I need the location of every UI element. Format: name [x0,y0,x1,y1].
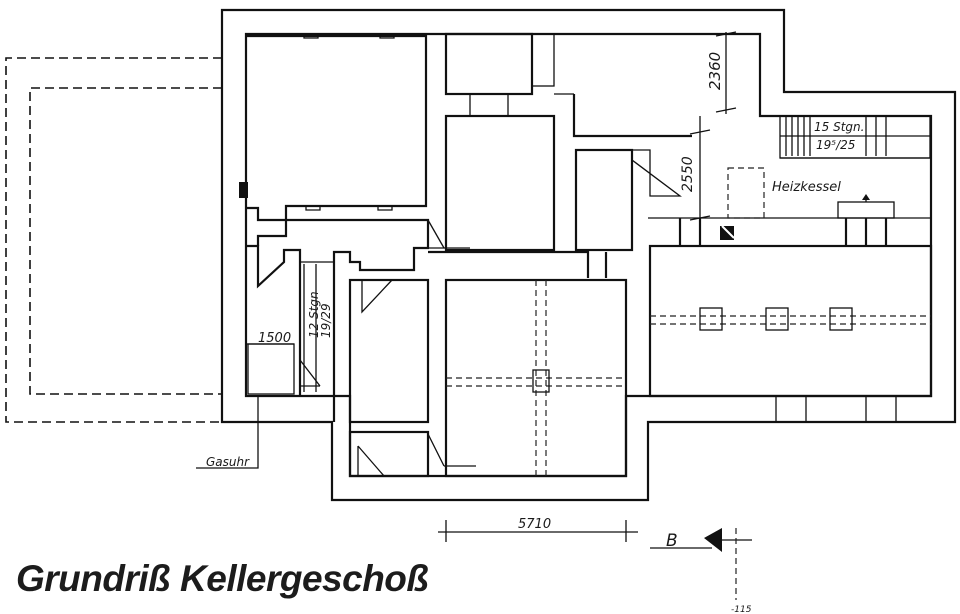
room-left-stairs [246,244,334,396]
section-marker [650,528,752,600]
label-stairs-left-size: 19/29 [319,303,333,338]
room-right-cellar [648,244,933,422]
label-section-level: -115 [731,605,752,614]
room-top-left [239,34,428,222]
label-stairs-upper-size: 19⁵/25 [816,138,855,152]
page-title: Grundriß Kellergeschoß [16,558,429,599]
corridor-walls [256,218,470,422]
label-section-b: B [666,531,678,551]
label-stairs-left-count: 12 Stgn [307,291,321,338]
dimension-2360: 2360 [706,52,724,90]
dimension-2550: 2550 [680,156,696,192]
room-central-top [444,32,692,252]
room-middle-left [348,278,476,478]
label-heizkessel: Heizkessel [772,180,841,195]
label-stairs-upper-count: 15 Stgn. [814,120,864,134]
stairs-upper [779,115,931,159]
meter-box-icon [239,182,248,198]
room-central-right [574,148,760,252]
gasuhr-leader [196,396,259,469]
room-central-cellar [428,250,628,478]
label-gasuhr: Gasuhr [206,455,250,469]
section-arrow-icon [704,528,722,552]
dimension-5710: 5710 [518,517,551,532]
adjacent-area-outline [5,57,222,423]
boiler-room [678,167,931,246]
dimension-1500: 1500 [258,331,291,346]
chimney-icon [720,226,734,240]
dimension-lines [246,31,737,542]
